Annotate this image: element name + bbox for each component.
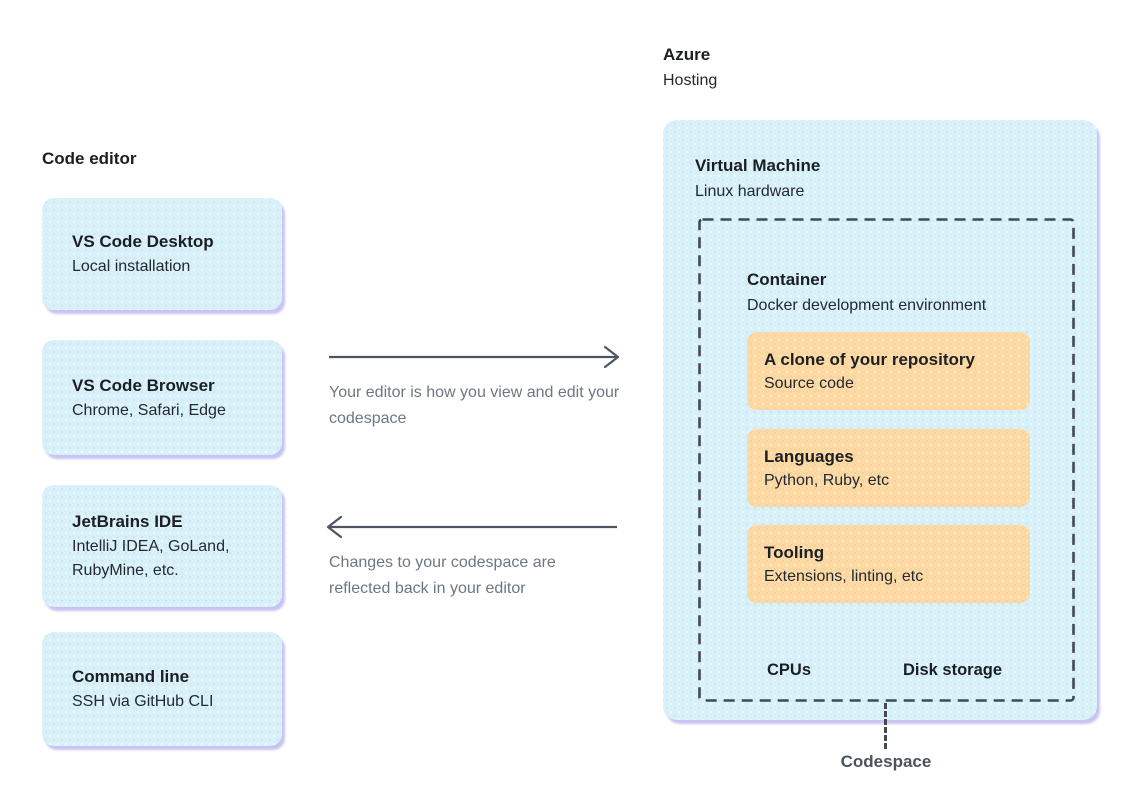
box-subtitle: IntelliJ IDEA, GoLand, RubyMine, etc. xyxy=(72,538,230,579)
box-title: A clone of your repository xyxy=(764,349,975,369)
box-subtitle: Local installation xyxy=(72,258,191,275)
container-dashed-border xyxy=(698,218,1075,702)
command-line-box: Command line SSH via GitHub CLI xyxy=(42,632,282,746)
box-title: Languages xyxy=(764,446,854,466)
flow-label-codespace-to-editor: Changes to your codespace are reflected … xyxy=(329,554,556,597)
code-editor-heading: Code editor xyxy=(42,149,137,168)
box-title: Command line xyxy=(72,667,190,686)
box-title: JetBrains IDE xyxy=(72,512,183,531)
vm-subtitle: Linux hardware xyxy=(695,183,805,200)
vm-title: Virtual Machine xyxy=(695,156,821,175)
box-title: VS Code Browser xyxy=(72,375,215,395)
container-subtitle: Docker development environment xyxy=(747,297,987,314)
box-subtitle: Chrome, Safari, Edge xyxy=(72,401,226,419)
repository-clone-box: A clone of your repository Source code xyxy=(747,332,1030,410)
codespace-label: Codespace xyxy=(840,752,932,771)
box-subtitle: Python, Ruby, etc xyxy=(764,471,890,489)
box-title: Tooling xyxy=(764,542,825,562)
jetbrains-ide-box: JetBrains IDE IntelliJ IDEA, GoLand, Rub… xyxy=(42,485,282,607)
cpus-label: CPUs xyxy=(767,661,812,679)
virtual-machine-box xyxy=(663,120,1097,720)
flow-label-editor-to-codespace: Your editor is how you view and edit you… xyxy=(329,384,620,427)
arrow-right-icon xyxy=(329,345,620,369)
azure-heading: Azure xyxy=(663,45,711,64)
box-subtitle: SSH via GitHub CLI xyxy=(72,693,214,710)
box-title: VS Code Desktop xyxy=(72,232,214,251)
vs-code-desktop-box: VS Code Desktop Local installation xyxy=(42,198,282,310)
disk-storage-label: Disk storage xyxy=(903,661,1003,679)
codespace-connector-line xyxy=(884,703,887,749)
tooling-box: Tooling Extensions, linting, etc xyxy=(747,525,1030,603)
box-subtitle: Source code xyxy=(764,374,854,392)
container-title: Container xyxy=(747,270,827,289)
vs-code-browser-box: VS Code Browser Chrome, Safari, Edge xyxy=(42,340,282,455)
azure-subheading: Hosting xyxy=(663,72,718,89)
arrow-left-icon xyxy=(326,515,617,539)
languages-box: Languages Python, Ruby, etc xyxy=(747,429,1030,507)
box-subtitle: Extensions, linting, etc xyxy=(764,567,924,585)
